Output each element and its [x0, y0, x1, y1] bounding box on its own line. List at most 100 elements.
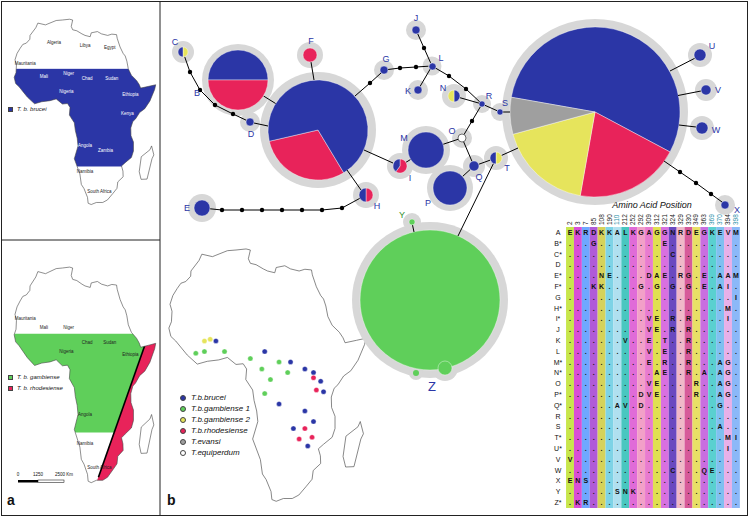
country-name: Kenya	[121, 112, 134, 117]
residue-cell: .	[656, 499, 658, 506]
residue-cell: .	[672, 304, 674, 311]
residue-cell: .	[585, 239, 587, 246]
residue-cell: E	[662, 272, 667, 279]
residue-cell: R	[670, 326, 675, 333]
residue-cell: A	[718, 423, 723, 430]
pie-shape	[429, 63, 436, 70]
residue-cell: .	[664, 434, 666, 441]
residue-cell: .	[703, 488, 705, 495]
residue-cell: .	[664, 466, 666, 473]
sample-dot	[321, 389, 326, 394]
pie-shape	[694, 49, 706, 61]
residue-cell: K	[599, 229, 604, 236]
halo	[502, 19, 688, 205]
residue-cell: .	[656, 304, 658, 311]
residue-cell: .	[609, 477, 611, 484]
residue-cell: A	[725, 272, 730, 279]
residue-cell: .	[727, 337, 729, 344]
residue-cell: .	[680, 358, 682, 365]
residue-cell: R	[583, 499, 588, 506]
haplotype-label: P	[425, 199, 431, 208]
country-name: Ethiopia	[122, 92, 138, 97]
residue-cell: .	[616, 239, 618, 246]
column-shade	[621, 227, 629, 508]
residue-cell: .	[632, 326, 634, 333]
residue-cell: .	[688, 466, 690, 473]
residue-cell: .	[609, 304, 611, 311]
pie-shape	[409, 219, 415, 225]
residue-cell: .	[664, 283, 666, 290]
sample-dot	[288, 359, 293, 364]
residue-cell: T	[663, 337, 667, 344]
residue-cell: .	[616, 283, 618, 290]
residue-cell: .	[656, 293, 658, 300]
residue-cell: .	[616, 477, 618, 484]
residue-cell: .	[601, 337, 603, 344]
residue-cell: .	[593, 250, 595, 257]
haplotype-row: H*	[554, 304, 562, 311]
pie-slice	[208, 80, 268, 110]
residue-cell: .	[719, 250, 721, 257]
residue-cell: .	[648, 434, 650, 441]
country-name: Sudan	[103, 341, 116, 346]
residue-cell: .	[609, 369, 611, 376]
residue-cell: .	[609, 358, 611, 365]
sample-dot	[262, 391, 267, 396]
residue-cell: .	[711, 250, 713, 257]
residue-cell: .	[632, 391, 634, 398]
residue-cell: .	[593, 445, 595, 452]
residue-cell: .	[569, 283, 571, 290]
residue-cell: .	[735, 369, 737, 376]
residue-cell: .	[656, 423, 658, 430]
residue-cell: .	[585, 488, 587, 495]
residue-cell: R	[694, 391, 699, 398]
residue-cell: E	[694, 229, 699, 236]
country-name: Chad	[82, 341, 93, 346]
residue-cell: .	[648, 499, 650, 506]
residue-cell: .	[688, 293, 690, 300]
island	[343, 422, 363, 468]
residue-cell: M	[725, 434, 731, 441]
residue-cell: .	[577, 272, 579, 279]
residue-cell: .	[609, 412, 611, 419]
residue-cell: .	[601, 358, 603, 365]
halo	[188, 194, 216, 222]
residue-cell: .	[656, 337, 658, 344]
residue-cell: .	[656, 261, 658, 268]
residue-cell: .	[640, 358, 642, 365]
scale-label: 1250	[33, 473, 43, 478]
residue-cell: .	[569, 272, 571, 279]
residue-cell: .	[569, 499, 571, 506]
sample-dot	[291, 426, 296, 431]
median-vector	[470, 119, 474, 123]
country-name: Niger	[63, 326, 74, 331]
legend-swatch	[8, 375, 13, 380]
panel-divider	[2, 240, 161, 241]
haplotype-label: U	[709, 42, 716, 51]
pie-shape	[393, 159, 407, 173]
network-line	[254, 123, 268, 126]
network-link	[460, 98, 479, 104]
residue-cell: .	[703, 347, 705, 354]
residue-cell: .	[601, 250, 603, 257]
pie-shape	[359, 188, 373, 202]
residue-cell: .	[585, 250, 587, 257]
residue-cell: .	[727, 412, 729, 419]
residue-cell: .	[648, 239, 650, 246]
residue-cell: .	[601, 293, 603, 300]
residue-cell: .	[719, 261, 721, 268]
country-name: South Africa	[87, 190, 111, 195]
residue-cell: .	[632, 434, 634, 441]
residue-cell: .	[609, 401, 611, 408]
haplotype-label: D	[248, 130, 255, 139]
residue-cell: .	[624, 315, 626, 322]
residue-cell: .	[695, 261, 697, 268]
residue-cell: .	[640, 326, 642, 333]
residue-cell: .	[680, 380, 682, 387]
range-region	[91, 334, 174, 498]
residue-cell: C	[670, 466, 675, 473]
residue-cell: .	[640, 423, 642, 430]
column-shade	[661, 227, 669, 508]
residue-cell: .	[640, 315, 642, 322]
